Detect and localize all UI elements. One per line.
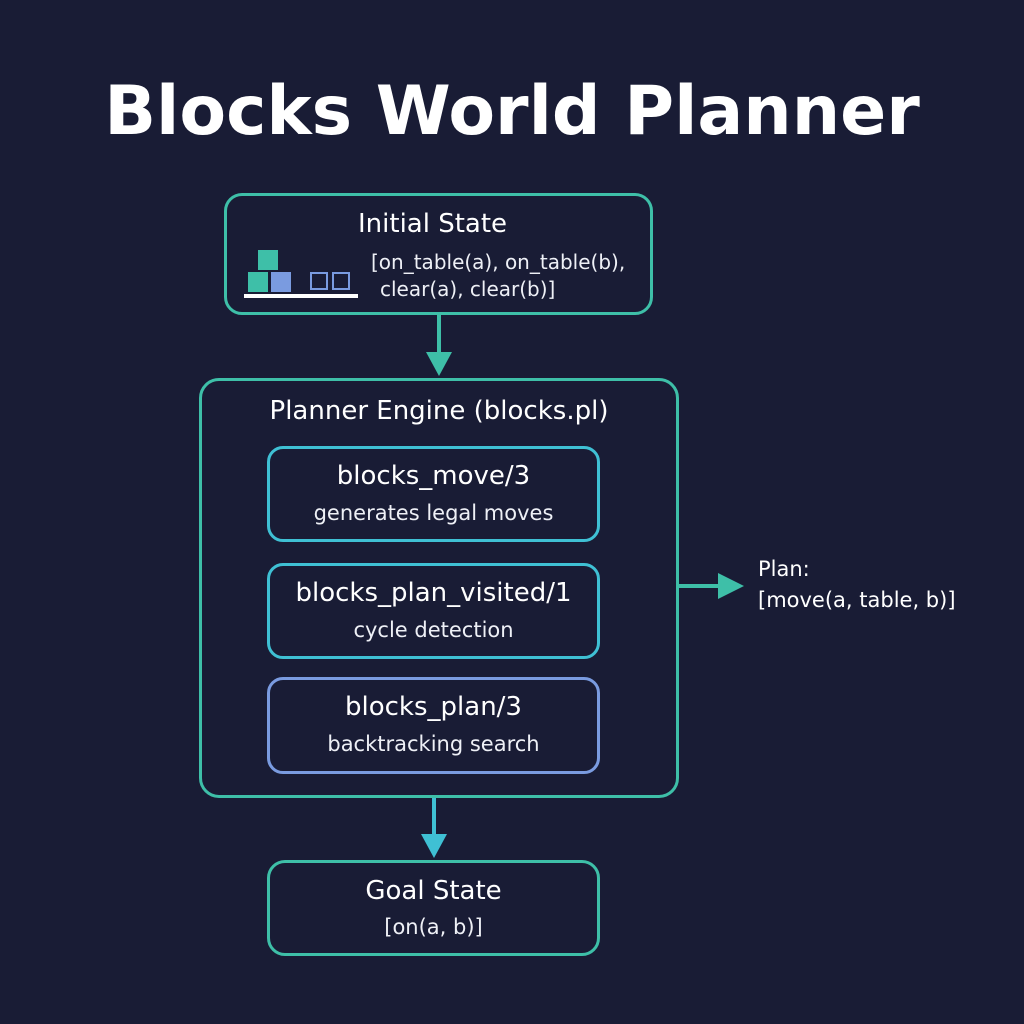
initial-state-facts-line1: [on_table(a), on_table(b), (371, 250, 626, 274)
blocks-icon (244, 250, 358, 298)
diagram-title: Blocks World Planner (104, 72, 920, 151)
component-description: generates legal moves (313, 501, 554, 525)
planner-engine-title: Planner Engine (blocks.pl) (269, 396, 609, 426)
arrow-engine-to-plan (679, 573, 744, 599)
component-blocks-plan: blocks_plan/3 backtracking search (267, 677, 600, 774)
component-blocks-move: blocks_move/3 generates legal moves (267, 446, 600, 542)
goal-state-title: Goal State (365, 876, 502, 906)
initial-state-facts-line2: clear(a), clear(b)] (380, 277, 556, 301)
arrow-initial-to-engine (426, 315, 452, 376)
component-name: blocks_plan/3 (345, 692, 522, 722)
goal-state-box (267, 860, 600, 956)
plan-output-value: [move(a, table, b)] (758, 588, 956, 612)
component-description: cycle detection (353, 618, 514, 642)
initial-state-title: Initial State (358, 209, 508, 239)
plan-output-label: Plan: (758, 557, 810, 581)
component-name: blocks_plan_visited/1 (295, 578, 572, 608)
arrow-engine-to-goal (421, 798, 447, 858)
component-blocks-plan-visited: blocks_plan_visited/1 cycle detection (267, 563, 600, 659)
component-description: backtracking search (327, 732, 540, 756)
goal-state-value: [on(a, b)] (384, 915, 483, 939)
component-name: blocks_move/3 (336, 461, 531, 491)
